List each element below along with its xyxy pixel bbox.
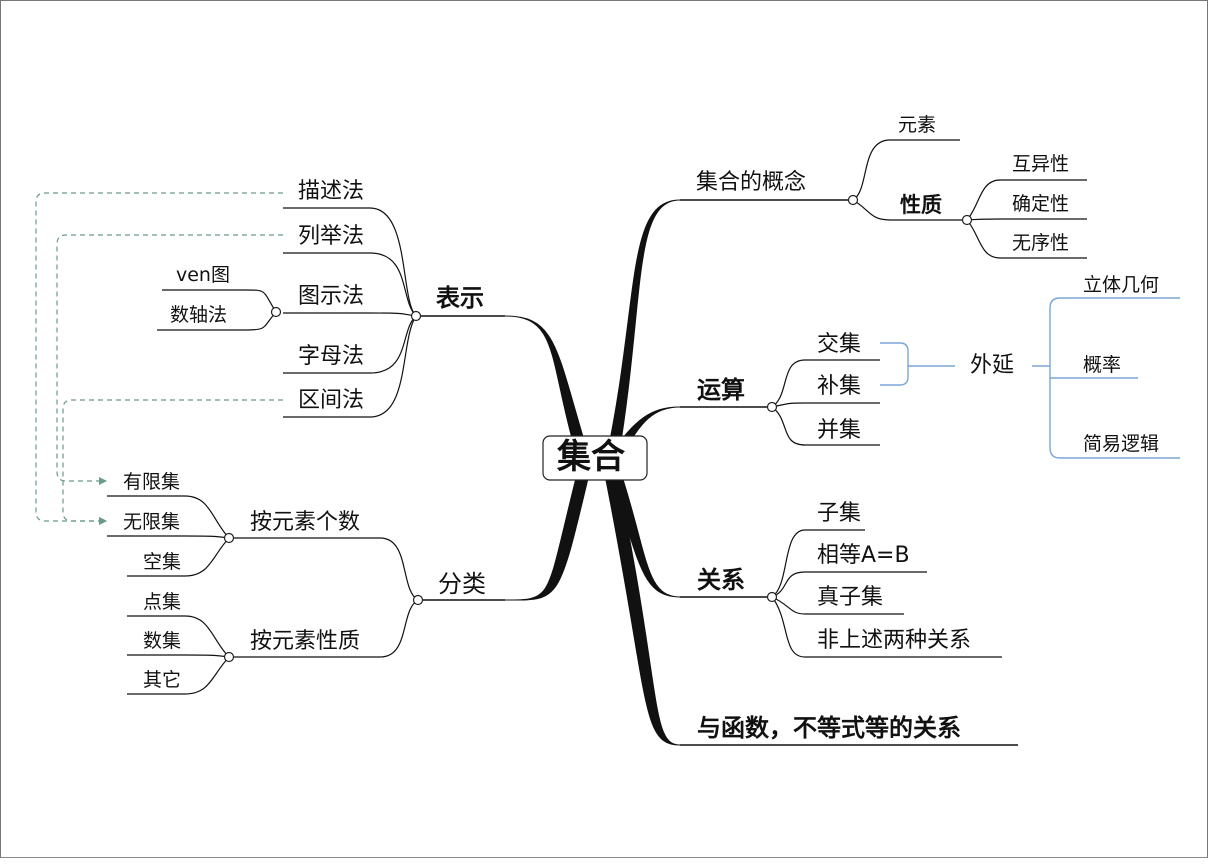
connector-other	[127, 656, 230, 695]
dot-by-property	[223, 651, 235, 663]
rel-proper-subset[interactable]: 真子集	[817, 585, 884, 610]
connector-describe	[283, 207, 417, 317]
connector-by-count	[233, 537, 419, 601]
set-point[interactable]: 点集	[143, 591, 182, 613]
connector-letter	[283, 315, 417, 374]
bracket-intersection-complement	[880, 342, 909, 386]
connector-by-property	[233, 599, 419, 658]
extension-label[interactable]: 外延	[970, 353, 1015, 378]
properties-label[interactable]: 性质	[900, 193, 942, 217]
main-underlines	[418, 199, 1018, 746]
op-intersection[interactable]: 交集	[817, 332, 862, 357]
dot-representation	[410, 310, 422, 322]
by-property-label[interactable]: 按元素性质	[250, 629, 361, 654]
dashed-links	[35, 192, 283, 525]
method-enumerate[interactable]: 列举法	[298, 224, 365, 249]
set-other[interactable]: 其它	[143, 669, 182, 691]
connector-diagram	[283, 312, 417, 317]
branch-to-representation	[504, 315, 591, 461]
op-union[interactable]: 并集	[817, 418, 862, 443]
connector-venn	[162, 289, 277, 313]
method-letter[interactable]: 字母法	[298, 344, 365, 369]
link-interval-infinite	[62, 399, 283, 525]
property-unordered[interactable]: 无序性	[1012, 232, 1070, 254]
connector-enumerate	[283, 252, 417, 317]
connector-definite	[966, 218, 1087, 221]
connector-number-set	[127, 654, 230, 658]
classification-label[interactable]: 分类	[438, 570, 486, 598]
branch-to-functions	[603, 469, 681, 746]
connector-interval	[283, 315, 417, 418]
connector-subset	[771, 529, 865, 598]
by-count-label[interactable]: 按元素个数	[250, 510, 361, 535]
dot-relations	[766, 591, 778, 603]
functions-label[interactable]: 与函数，不等式等的关系	[697, 714, 961, 742]
connector-complement	[771, 402, 880, 408]
connector-element	[852, 139, 960, 201]
link-enumerate-finite	[56, 234, 283, 485]
connector-proper-subset	[771, 596, 904, 615]
diagram-numberline[interactable]: 数轴法	[170, 304, 228, 326]
representation-label[interactable]: 表示	[436, 284, 484, 312]
relations-branches	[771, 529, 1002, 658]
set-infinite[interactable]: 无限集	[123, 511, 181, 533]
connector-finite	[107, 495, 230, 539]
ext-simple-logic[interactable]: 简易逻辑	[1083, 433, 1160, 455]
link-describe-infinite	[35, 192, 283, 525]
concept-branches	[852, 139, 1087, 259]
connector-point-set	[127, 615, 230, 658]
connector-distinct	[966, 179, 1087, 221]
dot-operations	[766, 401, 778, 413]
ext-solid-geometry[interactable]: 立体几何	[1083, 274, 1160, 296]
concept-label[interactable]: 集合的概念	[696, 170, 807, 195]
op-complement[interactable]: 补集	[817, 374, 862, 399]
rel-other[interactable]: 非上述两种关系	[817, 628, 972, 653]
connector-equal	[771, 571, 927, 598]
dot-by-count	[223, 532, 235, 544]
concept-element[interactable]: 元素	[898, 114, 937, 136]
root-box	[542, 435, 648, 481]
connector-logic	[1049, 366, 1180, 459]
connector-unordered	[966, 219, 1087, 259]
method-diagram[interactable]: 图示法	[298, 284, 365, 309]
method-describe[interactable]: 描述法	[298, 179, 365, 204]
dot-diagram	[270, 306, 282, 318]
extension-connectors	[880, 297, 1180, 459]
dot-concept	[847, 194, 859, 206]
set-empty[interactable]: 空集	[143, 551, 182, 573]
connector-union	[771, 406, 880, 446]
root-title[interactable]: 集合	[557, 437, 625, 477]
connector-solid-geometry	[1049, 297, 1180, 366]
set-finite[interactable]: 有限集	[123, 471, 181, 493]
connector-empty	[127, 537, 230, 577]
connector-other-relation	[771, 596, 1002, 658]
ext-probability[interactable]: 概率	[1083, 354, 1122, 376]
connector-numberline	[157, 311, 277, 331]
property-distinct[interactable]: 互异性	[1012, 153, 1070, 175]
rel-subset[interactable]: 子集	[817, 501, 862, 526]
rel-equal[interactable]: 相等A=B	[817, 543, 910, 568]
relations-label[interactable]: 关系	[697, 566, 745, 594]
connector-properties	[852, 199, 965, 221]
operations-label[interactable]: 运算	[697, 376, 745, 404]
node-dots	[223, 194, 973, 663]
set-number[interactable]: 数集	[143, 630, 182, 652]
property-definite[interactable]: 确定性	[1012, 193, 1070, 215]
operations-branches	[771, 359, 880, 446]
branch-to-concept	[605, 199, 681, 461]
dot-properties	[961, 214, 973, 226]
connector-intersection	[771, 359, 880, 408]
diagram-venn[interactable]: ven图	[176, 264, 230, 286]
dot-classification	[412, 594, 424, 606]
method-interval[interactable]: 区间法	[298, 388, 365, 413]
connector-infinite	[107, 535, 230, 539]
branch-to-classification	[504, 469, 591, 601]
